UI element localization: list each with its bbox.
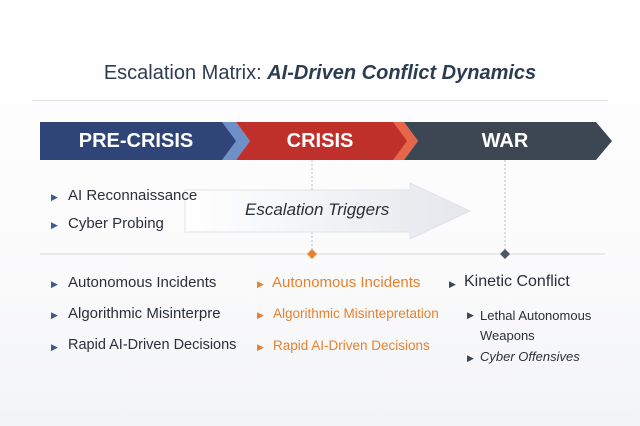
bullet-icon: ▶ [51, 192, 58, 202]
list-item: Rapid AI-Driven Decisions [68, 337, 237, 353]
page-title: Escalation Matrix: AI-Driven Conflict Dy… [0, 62, 640, 85]
bullet-icon: ▶ [51, 220, 58, 230]
escalation-arrow [184, 182, 472, 240]
title-emphasis: AI-Driven Conflict Dynamics [267, 62, 537, 84]
phase-war [404, 122, 612, 160]
bullet-icon: ▶ [257, 310, 264, 320]
list-item: Cyber Probing [68, 215, 164, 232]
bullet-icon: ▶ [467, 353, 474, 363]
list-item: Autonomous Incidents [68, 274, 217, 291]
list-item: Cyber Offensives [480, 349, 580, 364]
list-item: AI Reconnaissance [68, 187, 198, 204]
bullet-icon: ▶ [449, 279, 456, 289]
bullet-icon: ▶ [257, 342, 264, 352]
list-item: Autonomous Incidents [272, 274, 421, 291]
divider [32, 100, 608, 101]
bullet-icon: ▶ [51, 310, 58, 320]
phase-crisis [236, 122, 414, 160]
diamond-icon [500, 249, 510, 259]
bullet-icon: ▶ [51, 279, 58, 289]
diamond-icon [307, 249, 317, 259]
bullet-icon: ▶ [51, 342, 58, 352]
phase-label-precrisis: PRE-CRISIS [78, 130, 194, 152]
bullet-icon: ▶ [257, 279, 264, 289]
phase-label-war: WAR [481, 130, 529, 152]
escalation-label: Escalation Triggers [245, 200, 390, 219]
list-item: Algorithmic Misinterpre [68, 305, 221, 322]
title-plain: Escalation Matrix: [103, 62, 268, 84]
list-item: Algorithmic Misintepretation [273, 306, 439, 321]
chevron-icon [393, 122, 418, 160]
list-item: Rapid AI-Driven Decisions [273, 338, 430, 353]
phase-precrisis [40, 122, 246, 160]
bullet-icon: ▶ [467, 310, 474, 320]
list-item: Lethal Autonomous Weapons [480, 308, 592, 343]
list-heading: Kinetic Conflict [464, 273, 570, 290]
phase-label-crisis: CRISIS [286, 130, 354, 152]
